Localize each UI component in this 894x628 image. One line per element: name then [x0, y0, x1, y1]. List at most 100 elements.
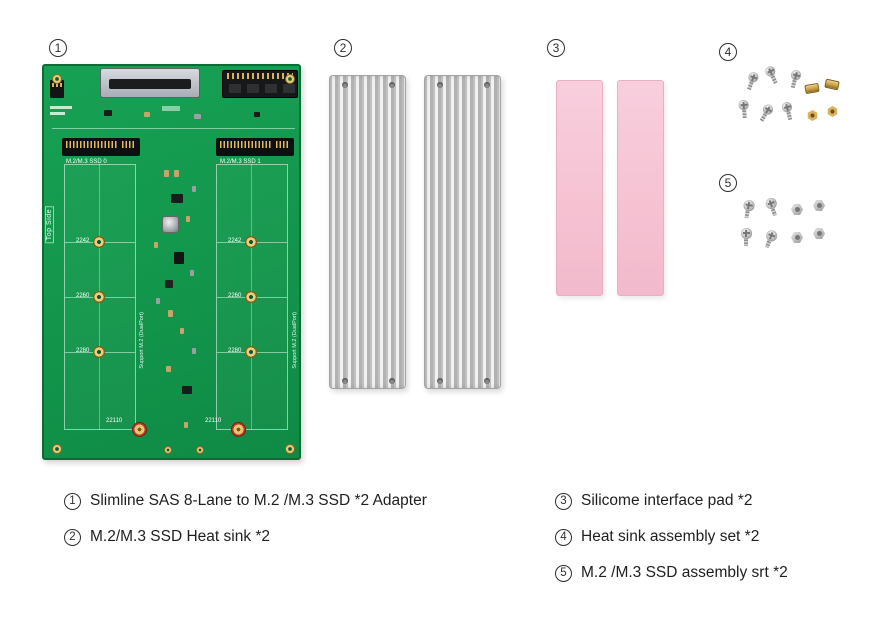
standoff-2242-right	[245, 236, 257, 248]
ic-chip	[174, 252, 184, 264]
smd-cap	[174, 170, 179, 177]
screw-icon	[741, 228, 752, 246]
smd-cap	[166, 366, 171, 372]
mount-hole	[164, 446, 172, 454]
silkscreen-mark	[50, 106, 72, 109]
heatsink-hole	[437, 378, 443, 384]
legend-num-1: 1	[64, 492, 81, 510]
connector-pins	[227, 73, 293, 79]
support-label-left: Support M.2 (DualPort)	[139, 312, 145, 369]
smd-cap	[192, 348, 196, 354]
m2-slot-0	[62, 138, 140, 156]
callout-1: 1	[49, 39, 67, 57]
brass-standoff-icon	[804, 82, 820, 95]
m2-slot-0-label: M.2/M.3 SSD 0	[66, 159, 107, 165]
smd-cap	[184, 422, 188, 428]
silicone-pad-1	[556, 80, 603, 296]
callout-3: 3	[547, 39, 565, 57]
hex-nut-icon	[791, 232, 803, 243]
smd-component	[194, 114, 201, 119]
m2-slot-1-label: M.2/M.3 SSD 1	[220, 159, 261, 165]
heatsink-hole	[484, 82, 490, 88]
smd-cap	[154, 242, 158, 248]
label-2242-left: 2242	[76, 238, 90, 244]
label-2280-left: 2280	[76, 348, 90, 354]
hex-nut-icon	[791, 204, 803, 215]
m2-slot-1	[216, 138, 294, 156]
legend-text-1: Slimline SAS 8-Lane to M.2 /M.3 SSD *2 A…	[90, 492, 427, 509]
smd-cap	[144, 112, 150, 117]
standoff-2280-left	[93, 346, 105, 358]
standoff-2260-left	[93, 291, 105, 303]
top-side-label: Top Side	[45, 206, 54, 244]
legend-item-4: 4 Heat sink assembly set *2	[555, 528, 759, 546]
sas-to-m2-adapter-board: M.2/M.3 SSD 0 M.2/M.3 SSD 1 2242 2260 22…	[42, 64, 301, 460]
heatsink-hole	[484, 378, 490, 384]
mount-hole	[285, 444, 295, 454]
screw-icon	[788, 69, 803, 89]
silicone-pad-2	[617, 80, 664, 296]
legend-text-3: Silicome interface pad *2	[581, 492, 753, 509]
heatsink-hole	[342, 378, 348, 384]
ic-chip	[182, 386, 192, 394]
legend-item-5: 5 M.2 /M.3 SSD assembly srt *2	[555, 564, 788, 582]
heatsink-hole	[389, 82, 395, 88]
brass-standoff-icon	[807, 110, 818, 121]
m2-slot-1-contacts	[220, 141, 290, 148]
heatsink-hole	[389, 378, 395, 384]
legend-num-2: 2	[64, 528, 81, 546]
m2-slot-0-key	[118, 140, 122, 150]
legend-num-4: 4	[555, 528, 572, 546]
legend-num-5: 5	[555, 564, 572, 582]
standoff-22110-right	[231, 422, 246, 437]
sas-connector-slot	[109, 79, 191, 89]
standoff-2260-right	[245, 291, 257, 303]
ssd-footprint-right	[216, 164, 288, 430]
hex-nut-icon	[813, 200, 825, 211]
smd-cap	[190, 270, 194, 276]
callout-5: 5	[719, 174, 737, 192]
smd-cap	[186, 216, 190, 222]
screw-icon	[744, 70, 760, 91]
legend-text-2: M.2/M.3 SSD Heat sink *2	[90, 528, 271, 545]
mount-hole	[52, 444, 62, 454]
legend-item-2: 2 M.2/M.3 SSD Heat sink *2	[64, 528, 270, 546]
smd-cap	[156, 298, 160, 304]
pin-header-pins	[52, 83, 62, 87]
smd-cap	[168, 310, 173, 317]
callout-2: 2	[334, 39, 352, 57]
label-2260-right: 2260	[228, 293, 242, 299]
label-2260-left: 2260	[76, 293, 90, 299]
connector-slot	[247, 84, 259, 93]
legend-item-1: 1 Slimline SAS 8-Lane to M.2 /M.3 SSD *2…	[64, 492, 427, 510]
hex-nut-icon	[813, 228, 825, 239]
connector-slot	[265, 84, 277, 93]
connector-slot	[229, 84, 241, 93]
label-22110-right: 22110	[205, 418, 222, 424]
silkscreen-mark	[162, 106, 180, 111]
screw-icon	[780, 101, 795, 121]
screw-icon	[764, 196, 780, 217]
mount-hole	[52, 74, 62, 84]
label-22110-left: 22110	[106, 418, 123, 424]
standoff-22110-left	[132, 422, 147, 437]
heatsink-hole	[342, 82, 348, 88]
brass-standoff-icon	[827, 106, 838, 117]
screw-icon	[742, 199, 756, 219]
ssd-footprint-left	[64, 164, 136, 430]
smd-component	[254, 112, 260, 117]
smd-cap	[192, 186, 196, 192]
legend-text-4: Heat sink assembly set *2	[581, 528, 760, 545]
smd-component	[104, 110, 112, 116]
mount-hole	[285, 74, 295, 84]
legend-text-5: M.2 /M.3 SSD assembly srt *2	[581, 564, 788, 581]
heatsink-assembly-set	[733, 64, 845, 136]
connector-slot	[283, 84, 295, 93]
smd-cap	[164, 170, 169, 177]
label-2242-right: 2242	[228, 238, 242, 244]
silkscreen-mark	[50, 112, 65, 115]
m2-slot-1-key	[272, 140, 276, 150]
ssd-assembly-set	[733, 196, 833, 260]
heatsink-hole	[437, 82, 443, 88]
screw-icon	[738, 99, 750, 119]
